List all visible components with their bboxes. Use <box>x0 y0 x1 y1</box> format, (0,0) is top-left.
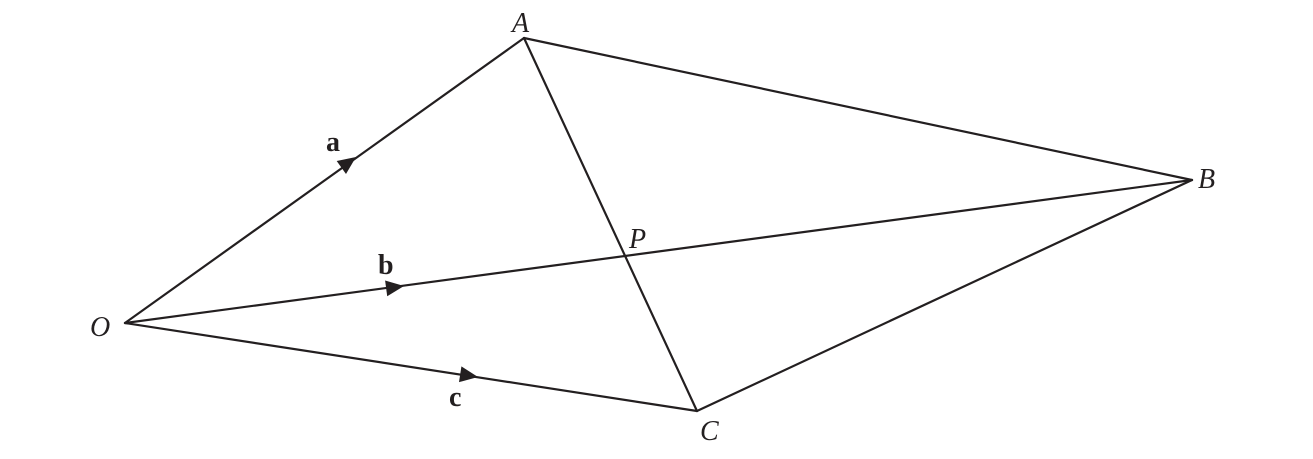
segment-BC <box>695 178 1194 413</box>
point-label-C: C <box>700 416 719 447</box>
vector-label-b: b <box>378 250 394 281</box>
arrowhead-b-icon <box>385 280 404 297</box>
vector-label-c: c <box>449 382 461 413</box>
segment-OC <box>123 321 699 413</box>
arrowhead-a-icon <box>336 157 356 174</box>
segment-OB <box>123 178 1194 325</box>
segment-OA <box>123 36 526 325</box>
arrowhead-c-icon <box>458 366 478 383</box>
segment-AC <box>522 36 699 413</box>
point-label-B: B <box>1198 164 1215 195</box>
point-label-P: P <box>628 224 646 255</box>
point-label-O: O <box>90 312 110 343</box>
vector-label-a: a <box>326 127 340 158</box>
point-label-A: A <box>510 8 530 39</box>
segment-AB <box>522 36 1194 182</box>
